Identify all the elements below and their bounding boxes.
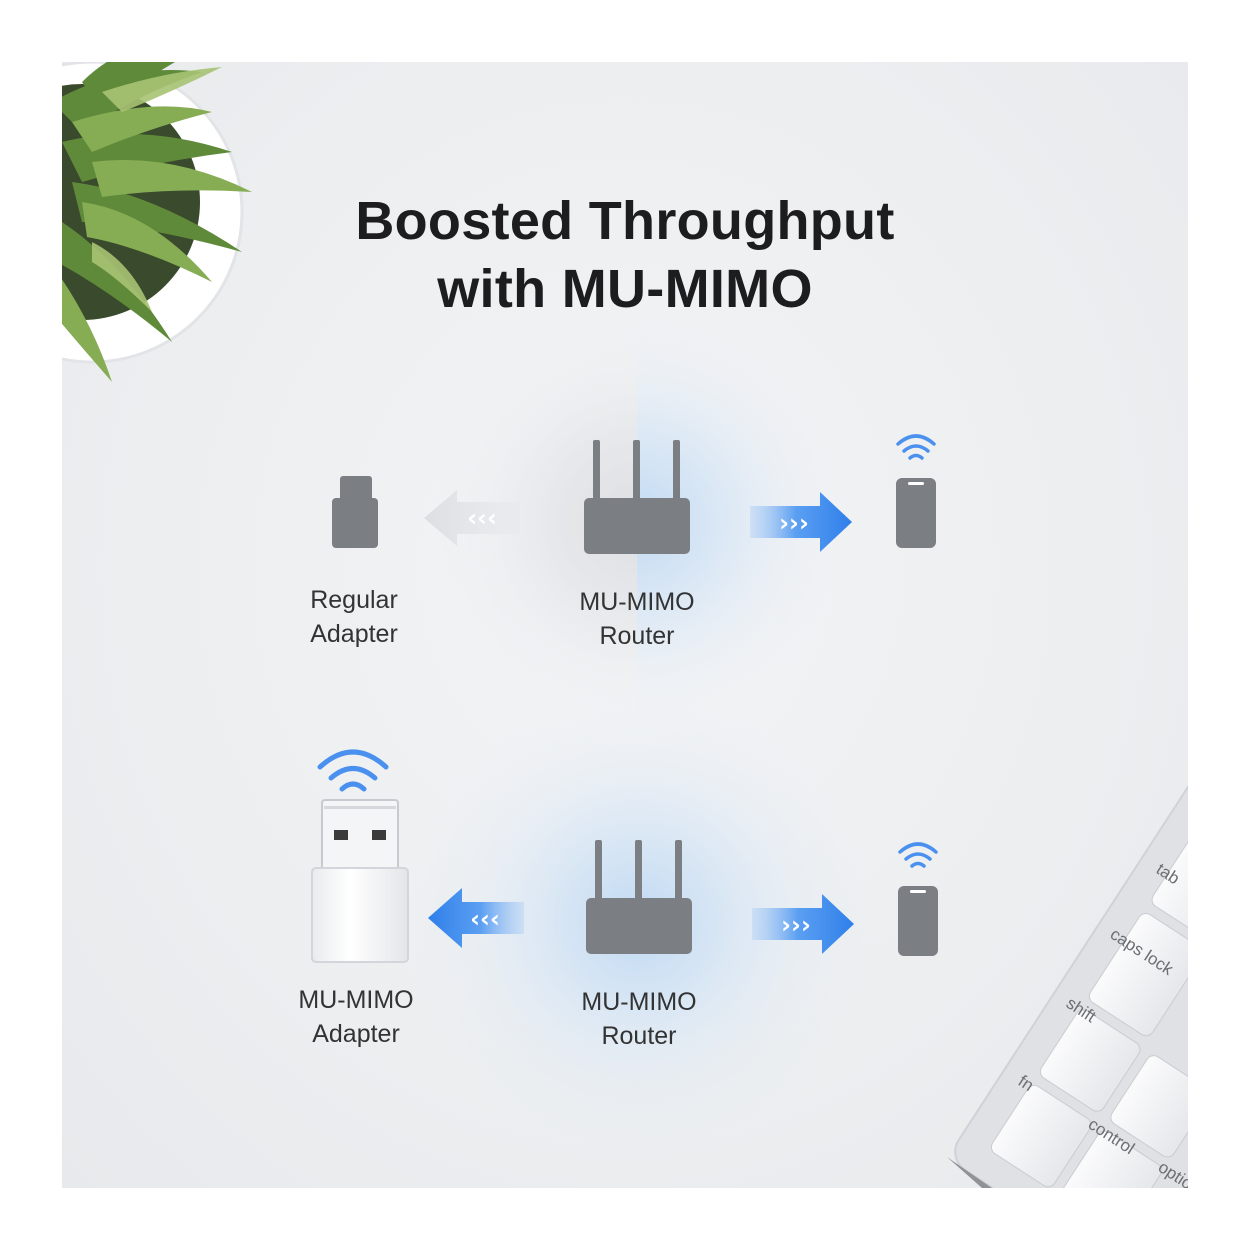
regular-adapter-label-line-1: Regular [310, 586, 398, 614]
bottom-row-diagram: ‹‹‹ ››› [311, 687, 938, 1157]
regular-adapter-label: Regular Adapter [244, 583, 464, 651]
plant-decoration [62, 62, 252, 382]
svg-text:‹‹‹: ‹‹‹ [467, 504, 497, 532]
svg-text:‹‹‹: ‹‹‹ [470, 905, 500, 933]
title-line-1: Boosted Throughput [355, 191, 895, 251]
regular-adapter-label-line-2: Adapter [310, 620, 398, 648]
smartphone-icon-bottom [898, 886, 938, 956]
mu-mimo-adapter-icon [311, 799, 409, 963]
wifi-signal-icon-adapter [317, 749, 389, 792]
mu-mimo-router-icon-top [584, 440, 690, 554]
blue-right-arrow-icon-bottom: ››› [752, 894, 854, 954]
svg-text:›››: ››› [781, 911, 811, 939]
svg-text:›››: ››› [779, 509, 809, 537]
mu-mimo-adapter-label-line-2: Adapter [312, 1020, 400, 1048]
bottom-router-label: MU-MIMO Router [529, 985, 749, 1053]
title-line-2: with MU-MIMO [437, 259, 813, 319]
top-router-label-line-2: Router [599, 622, 675, 650]
mu-mimo-adapter-label: MU-MIMO Adapter [246, 983, 466, 1051]
regular-adapter-icon [332, 476, 378, 548]
mu-mimo-router-icon-bottom [586, 840, 692, 954]
pen-decoration [947, 1157, 992, 1188]
gray-left-arrow-icon: ‹‹‹ [424, 490, 520, 546]
diagram-scene: tab caps lock shift fn control optio [62, 62, 1188, 1188]
wifi-signal-icon-bottom [898, 842, 938, 868]
wifi-signal-icon-top [896, 434, 936, 460]
bottom-router-label-line-2: Router [601, 1022, 677, 1050]
top-router-label-line-1: MU-MIMO [579, 588, 695, 616]
image-panel: tab caps lock shift fn control optio [62, 62, 1188, 1188]
top-row-diagram: ‹‹‹ ››› [332, 312, 936, 732]
bottom-router-label-line-1: MU-MIMO [581, 988, 697, 1016]
blue-right-arrow-icon-top: ››› [750, 492, 852, 552]
keyboard-decoration [954, 696, 1188, 1188]
blue-left-arrow-icon-bottom: ‹‹‹ [428, 888, 524, 948]
mu-mimo-adapter-label-line-1: MU-MIMO [298, 986, 414, 1014]
smartphone-icon-top [896, 478, 936, 548]
top-router-label: MU-MIMO Router [527, 585, 747, 653]
